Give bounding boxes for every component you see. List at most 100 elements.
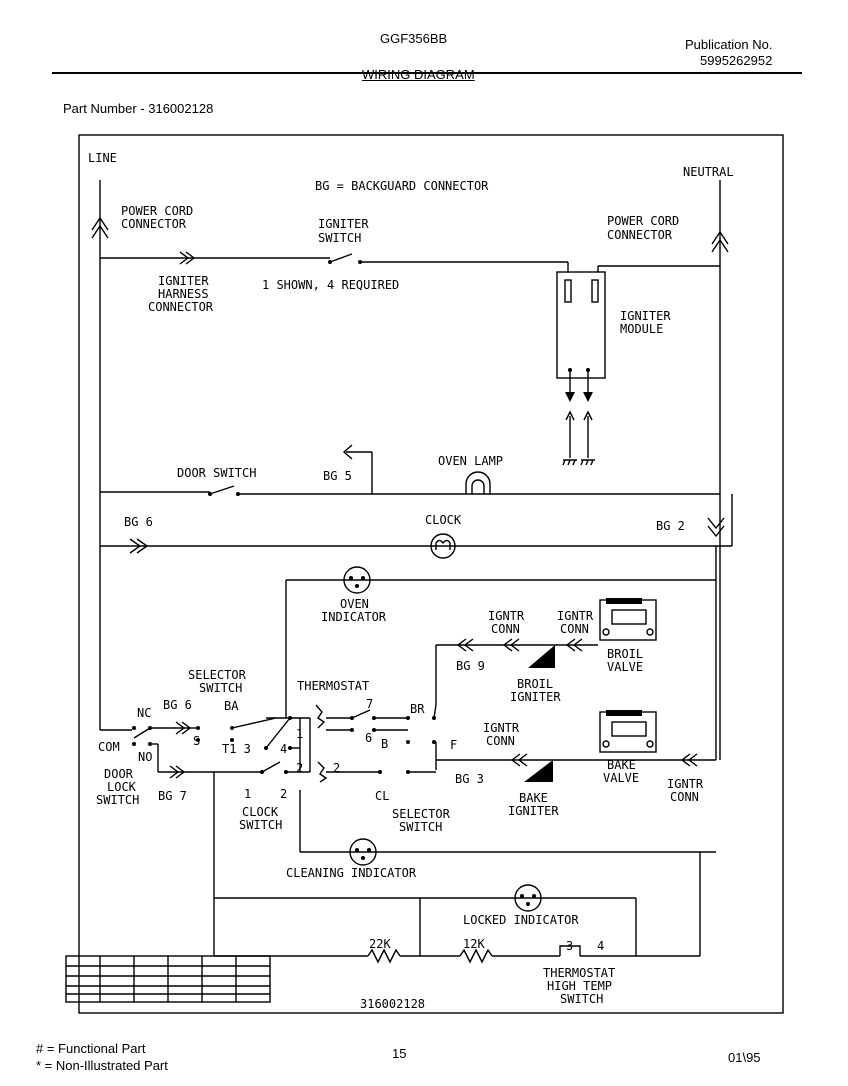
line-label: LINE [88, 151, 117, 165]
f-label: F [450, 738, 457, 752]
bg3-label: BG 3 [455, 772, 484, 786]
clock-label: CLOCK [425, 513, 462, 527]
locked-indicator-label: LOCKED INDICATOR [463, 913, 579, 927]
thermostat-high-temp-2: HIGH TEMP [547, 979, 612, 993]
hts-num-4: 4 [597, 939, 604, 953]
igntr-conn-a-1: IGNTR [488, 609, 525, 623]
igniter-harness-connector-2: HARNESS [158, 287, 209, 301]
igniter-switch-1: IGNITER [318, 217, 369, 231]
thermostat-label: THERMOSTAT [297, 679, 369, 693]
letter-s-label: S [193, 734, 200, 748]
r12k-label: 12K [463, 937, 485, 951]
letter-b-label: B [381, 737, 388, 751]
oven-indicator-2: INDICATOR [321, 610, 387, 624]
footer-date: 01\95 [728, 1050, 761, 1065]
header-rule [52, 72, 802, 74]
broil-valve-1: BROIL [607, 647, 643, 661]
selector-position-table [65, 955, 271, 1003]
num-7-label: 7 [366, 697, 373, 711]
selector-switch-circuit [100, 704, 716, 899]
clock-switch-num-1: 1 [244, 787, 251, 801]
functional-part-note: # = Functional Part [36, 1041, 146, 1056]
non-illustrated-part-note: * = Non-Illustrated Part [36, 1058, 168, 1073]
bake-igniter-1: BAKE [519, 791, 548, 805]
igniter-circuit [100, 251, 720, 466]
igniter-harness-connector-1: IGNITER [158, 274, 209, 288]
door-lock-switch-1: DOOR [104, 767, 134, 781]
igniter-module-2: MODULE [620, 322, 663, 336]
clock-circuit [100, 494, 733, 559]
bg7-label: BG 7 [158, 789, 187, 803]
bake-valve-1: BAKE [607, 758, 636, 772]
bake-circuit [435, 710, 716, 782]
oven-lamp-circuit [100, 444, 720, 496]
selector-switch-top-2: SWITCH [199, 681, 242, 695]
thermostat-high-temp-1: THERMOSTAT [543, 966, 615, 980]
num-2b-label: 2 [333, 761, 340, 775]
door-lock-switch-3: SWITCH [96, 793, 139, 807]
cl-label: CL [375, 789, 389, 803]
no-label: NO [138, 750, 152, 764]
t13-label: T1 3 [222, 742, 251, 756]
neutral-label: NEUTRAL [683, 165, 734, 179]
r22k-label: 22K [369, 937, 391, 951]
part-number: Part Number - 316002128 [63, 101, 214, 116]
oven-indicator-circuit [285, 546, 717, 760]
page-number: 15 [392, 1046, 407, 1061]
selector-switch-top-1: SELECTOR [188, 668, 247, 682]
com-label: COM [98, 740, 120, 754]
oven-lamp-label: OVEN LAMP [438, 454, 503, 468]
clock-switch-2: SWITCH [239, 818, 282, 832]
bg-note: BG = BACKGUARD CONNECTOR [315, 179, 489, 193]
igntr-conn-d-1: IGNTR [667, 777, 704, 791]
diagram-title: WIRING DIAGRAM [362, 67, 475, 82]
cleaning-indicator-label: CLEANING INDICATOR [286, 866, 417, 880]
oven-indicator-1: OVEN [340, 597, 369, 611]
bg5-label: BG 5 [323, 469, 352, 483]
igntr-conn-c-2: CONN [486, 734, 515, 748]
publication-label: Publication No. [685, 37, 773, 52]
neutral-rail [711, 180, 729, 760]
thermostat-high-temp-3: SWITCH [560, 992, 603, 1006]
bg6-mid-label: BG 6 [163, 698, 192, 712]
power-cord-connector-left-2: CONNECTOR [121, 217, 187, 231]
num-4-label: 4 [280, 742, 287, 756]
broil-igniter-2: IGNITER [510, 690, 561, 704]
num-1a-label: 1 [296, 727, 303, 741]
shown-required: 1 SHOWN, 4 REQUIRED [262, 278, 399, 292]
selector-switch-bottom-1: SELECTOR [392, 807, 451, 821]
bg9-label: BG 9 [456, 659, 485, 673]
bake-valve-2: VALVE [603, 771, 639, 785]
power-cord-connector-right-2: CONNECTOR [607, 228, 673, 242]
door-lock-switch-2: LOCK [107, 780, 137, 794]
selector-switch-bottom-2: SWITCH [399, 820, 442, 834]
bg2-label: BG 2 [656, 519, 685, 533]
cleaning-indicator [349, 838, 377, 866]
igniter-switch-2: SWITCH [318, 231, 361, 245]
igntr-conn-b-2: CONN [560, 622, 589, 636]
power-cord-connector-right-1: POWER CORD [607, 214, 679, 228]
igntr-conn-b-1: IGNTR [557, 609, 594, 623]
hts-num-3: 3 [566, 939, 573, 953]
igniter-module-box [556, 271, 606, 379]
bake-igniter-2: IGNITER [508, 804, 559, 818]
bg6-top-label: BG 6 [124, 515, 153, 529]
broil-igniter-1: BROIL [517, 677, 553, 691]
igniter-harness-connector-3: CONNECTOR [148, 300, 214, 314]
nc-label: NC [137, 706, 151, 720]
num-2a-label: 2 [296, 761, 303, 775]
locked-indicator-circuit [213, 852, 701, 964]
clock-switch-1: CLOCK [242, 805, 279, 819]
line-rail [91, 180, 109, 730]
door-switch-label: DOOR SWITCH [177, 466, 256, 480]
diagram-border [78, 134, 784, 1014]
igntr-conn-c-1: IGNTR [483, 721, 520, 735]
publication-number: 5995262952 [700, 53, 773, 68]
igniter-module-1: IGNITER [620, 309, 671, 323]
model-number: GGF356BB [380, 31, 448, 46]
num-6-label: 6 [365, 731, 372, 745]
br-label: BR [410, 702, 425, 716]
broil-valve-2: VALVE [607, 660, 643, 674]
clock-switch-num-2: 2 [280, 787, 287, 801]
